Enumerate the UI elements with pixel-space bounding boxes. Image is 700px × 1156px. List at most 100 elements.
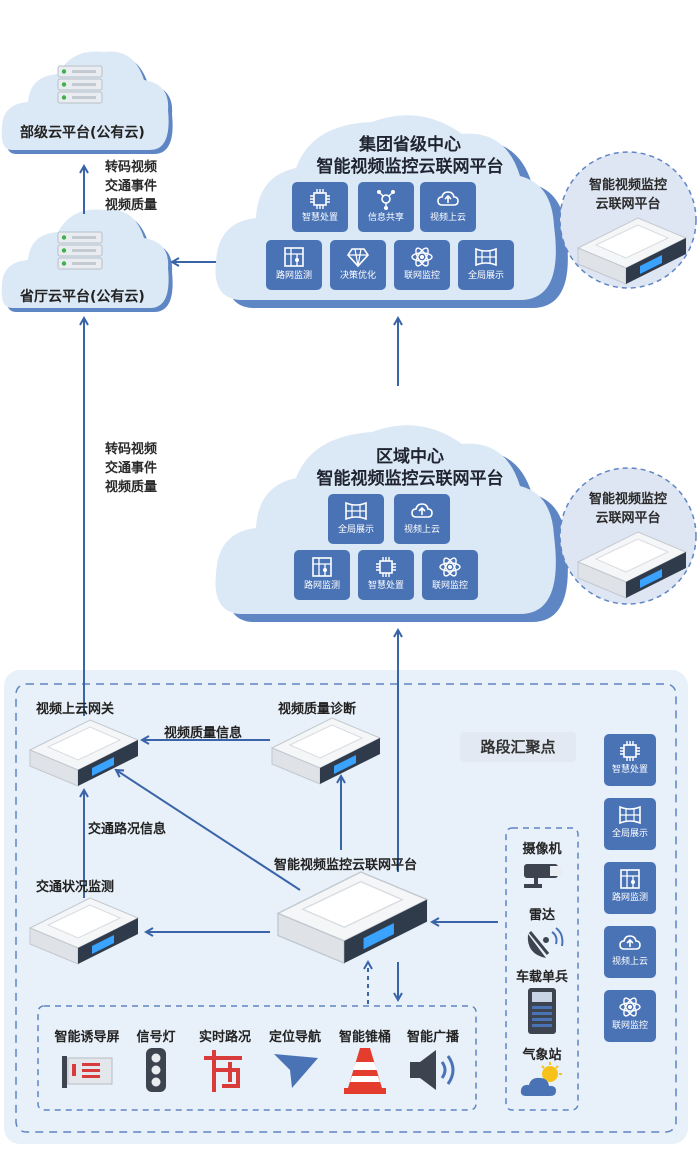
tile-road-monitor: 路网监测 (266, 240, 322, 290)
tile-road-monitor: 路网监测 (294, 550, 350, 600)
cloud-upload-icon (619, 935, 641, 950)
side-tile-smart-dispose: 智慧处置 (604, 734, 656, 786)
tile-global-display: 全局展示 (458, 240, 514, 290)
traffic-light-icon (146, 1048, 166, 1092)
tile-label: 路网监测 (611, 893, 648, 903)
side-label-line2: 云联网平台 (595, 197, 661, 212)
tile-video-cloud: 视频上云 (394, 494, 450, 544)
tile-label: 全局展示 (467, 271, 504, 281)
traffic-info-label: 交通路况信息 (88, 822, 167, 837)
field-live-traffic-label: 实时路况 (198, 1030, 251, 1045)
sensor-radar-label: 雷达 (528, 908, 555, 923)
chip-icon (310, 189, 330, 209)
guide-screen-icon (62, 1056, 113, 1088)
cloud-upload-icon (437, 191, 459, 206)
sensor-weather-label: 气象站 (522, 1048, 562, 1063)
broadcast-speaker-icon (410, 1050, 455, 1090)
panorama-icon (345, 501, 367, 521)
gateway-label: 视频上云网关 (36, 702, 115, 717)
tile-network-monitor: 联网监控 (394, 240, 450, 290)
tile-label: 联网监控 (403, 271, 440, 281)
flow-label: 转码视频 (104, 442, 157, 457)
atom-icon (439, 557, 461, 577)
map-grid-icon (620, 869, 640, 889)
middle-flow-labels: 转码视频 交通事件 视频质量 (92, 440, 170, 497)
atom-icon (619, 997, 641, 1017)
sensor-handheld-label: 车载单兵 (515, 970, 568, 985)
upper-flow-labels: 转码视频 交通事件 视频质量 (92, 158, 170, 215)
chip-icon (620, 741, 640, 761)
group-title-line1: 集团省级中心 (359, 135, 461, 155)
ministry-cloud (1, 51, 173, 154)
chip-icon (376, 557, 396, 577)
live-traffic-icon (204, 1050, 242, 1092)
tile-label: 视频上云 (429, 213, 466, 223)
quality-diag-label: 视频质量诊断 (278, 702, 357, 717)
side-label-line2: 云联网平台 (595, 511, 661, 526)
field-cone-label: 智能锥桶 (338, 1030, 391, 1045)
side-tile-road-monitor: 路网监测 (604, 862, 656, 914)
region-cloud-title: 区域中心 智能视频监控云联网平台 (290, 446, 530, 490)
province-cloud-label: 省厅云平台(公有云) (20, 289, 145, 305)
tile-label: 全局展示 (337, 525, 374, 535)
group-cloud-title: 集团省级中心 智能视频监控云联网平台 (290, 134, 530, 178)
side-label-line1: 智能视频监控 (588, 492, 667, 507)
section-title: 路段汇聚点 (460, 732, 576, 762)
platform-label: 智能视频监控云联网平台 (274, 858, 418, 873)
diamond-icon (346, 248, 370, 268)
traffic-cone-icon (344, 1048, 386, 1094)
side-tile-network-monitor: 联网监控 (604, 990, 656, 1042)
panorama-icon (619, 805, 641, 825)
sensor-camera-label: 摄像机 (522, 842, 562, 857)
tile-label: 智慧处置 (367, 581, 404, 591)
tile-label: 全局展示 (611, 829, 648, 839)
share-icon (377, 190, 395, 210)
tile-global-display: 全局展示 (328, 494, 384, 544)
traffic-monitor-label: 交通状况监测 (36, 880, 115, 895)
quality-info-label: 视频质量信息 (164, 726, 243, 741)
side-tile-global-display: 全局展示 (604, 798, 656, 850)
tile-label: 视频上云 (611, 957, 648, 967)
sensors-border (505, 827, 579, 1111)
navigation-icon (274, 1054, 318, 1088)
side-tile-video-cloud: 视频上云 (604, 926, 656, 978)
field-traffic-light-label: 信号灯 (136, 1030, 176, 1045)
side-circle-mid-label: 智能视频监控 云联网平台 (578, 490, 678, 528)
tile-label: 信息共享 (367, 213, 404, 223)
region-title-line1: 区域中心 (376, 447, 444, 467)
side-label-line1: 智能视频监控 (588, 178, 667, 193)
map-grid-icon (312, 557, 332, 577)
tile-network-monitor: 联网监控 (422, 550, 478, 600)
flow-label: 视频质量 (104, 480, 157, 495)
field-navigation-label: 定位导航 (268, 1030, 321, 1045)
tile-label: 路网监测 (275, 271, 312, 281)
tile-smart-dispose: 智慧处置 (358, 550, 414, 600)
tile-decision: 决策优化 (330, 240, 386, 290)
side-circle-top-label: 智能视频监控 云联网平台 (578, 176, 678, 214)
map-grid-icon (284, 247, 304, 267)
tile-label: 智慧处置 (611, 765, 648, 775)
field-devices-border (37, 1005, 477, 1111)
tile-video-cloud: 视频上云 (420, 182, 476, 232)
flow-label: 视频质量 (104, 198, 157, 213)
atom-icon (411, 247, 433, 267)
weather-station-icon (520, 1062, 562, 1096)
field-broadcast-label: 智能广播 (406, 1030, 459, 1045)
tile-smart-dispose: 智慧处置 (292, 182, 348, 232)
flow-label: 交通事件 (104, 461, 157, 476)
flow-arrows (84, 166, 498, 1004)
side-circle-top (559, 151, 697, 289)
tile-label: 视频上云 (403, 525, 440, 535)
tile-label: 联网监控 (611, 1021, 648, 1031)
tile-label: 决策优化 (339, 271, 376, 281)
tile-label: 联网监控 (431, 581, 468, 591)
field-guide-screen-label: 智能诱导屏 (54, 1030, 120, 1045)
region-title-line2: 智能视频监控云联网平台 (316, 469, 504, 489)
tile-info-share: 信息共享 (358, 182, 414, 232)
flow-label: 转码视频 (104, 160, 157, 175)
radar-icon (527, 927, 564, 958)
group-title-line2: 智能视频监控云联网平台 (316, 157, 504, 177)
tile-label: 路网监测 (303, 581, 340, 591)
tile-label: 智慧处置 (301, 213, 338, 223)
flow-label: 交通事件 (104, 179, 157, 194)
